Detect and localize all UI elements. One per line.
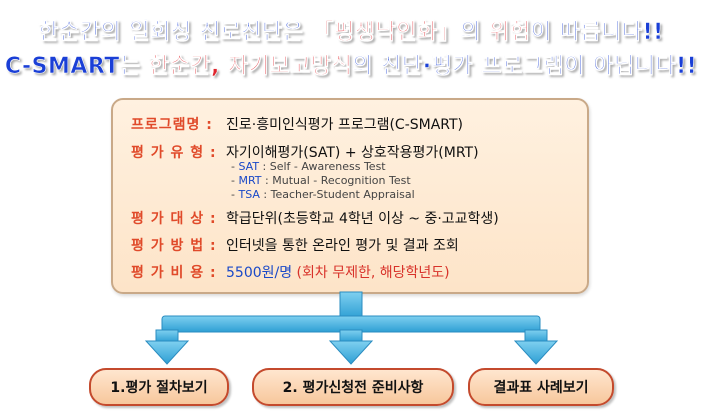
target-value: 학급단위(초등학교 4학년 이상 ~ 중·고교학생)	[226, 211, 499, 227]
headline-1a: 한순간의 일회성 진로진단은	[38, 20, 312, 46]
type-label: 평 가 유 형 :	[131, 145, 217, 161]
sub-abbr: MRT	[238, 174, 262, 187]
cost-row: 평 가 비 용 : 5500원/명 (회차 무제한, 해당학년도)	[131, 262, 450, 282]
sub-desc: : Teacher-Student Appraisal	[259, 188, 415, 201]
type-row: 평 가 유 형 : 자기이해평가(SAT) + 상호작용평가(MRT)	[131, 142, 479, 162]
program-row: 프로그램명 : 진로·흥미인식평가 프로그램(C-SMART)	[131, 114, 463, 134]
headline-1e: 이 따릅니다!!	[530, 20, 664, 46]
sub-sat: - SAT : Self - Awareness Test	[231, 160, 386, 173]
headline-line-2: C-SMART는 한순간, 자기보고방식의 진단·평가 프로그램이 아닙니다!!	[0, 48, 702, 80]
type-value: 자기이해평가(SAT) + 상호작용평가(MRT)	[226, 145, 479, 161]
sub-tsa: - TSA : Teacher-Student Appraisal	[231, 188, 415, 201]
program-info-box: 프로그램명 : 진로·흥미인식평가 프로그램(C-SMART) 평 가 유 형 :…	[111, 98, 589, 294]
program-value: 진로·흥미인식평가 프로그램(C-SMART)	[226, 117, 464, 133]
result-examples-button[interactable]: 결과표 사례보기	[468, 368, 614, 406]
evaluation-procedure-button[interactable]: 1.평가 절차보기	[89, 368, 229, 406]
target-row: 평 가 대 상 : 학급단위(초등학교 4학년 이상 ~ 중·고교학생)	[131, 208, 499, 228]
headline-2a: C-SMART는	[4, 54, 149, 80]
sub-abbr: SAT	[238, 160, 260, 173]
sub-dash: -	[231, 160, 239, 173]
sub-abbr: TSA	[238, 188, 260, 201]
headline-1d: 위험	[489, 20, 531, 46]
sub-mrt: - MRT : Mutual - Recognition Test	[231, 174, 411, 187]
sub-desc: : Self - Awareness Test	[259, 160, 386, 173]
program-label: 프로그램명 :	[131, 117, 213, 133]
method-row: 평 가 방 법 : 인터넷을 통한 온라인 평가 및 결과 조회	[131, 235, 459, 255]
cost-value: 5500원/명	[226, 265, 293, 281]
headline-1c: 의	[460, 20, 490, 46]
headline-line-1: 한순간의 일회성 진로진단은 「평생낙인화」의 위험이 따릅니다!!	[0, 14, 702, 46]
cost-label: 평 가 비 용 :	[131, 265, 217, 281]
sub-dash: -	[231, 188, 239, 201]
arrow-connector	[144, 291, 559, 365]
method-value: 인터넷을 통한 온라인 평가 및 결과 조회	[226, 238, 459, 254]
sub-dash: -	[231, 174, 239, 187]
pre-application-requirements-button[interactable]: 2. 평가신청전 준비사항	[252, 368, 454, 406]
headline-1b: 「평생낙인화」	[311, 20, 461, 46]
target-label: 평 가 대 상 :	[131, 211, 217, 227]
headline-2b: 한순간, 자기보고방식	[148, 54, 353, 80]
cost-note: (회차 무제한, 해당학년도)	[292, 265, 450, 281]
headline-2c: 의 진단·평가 프로그램이 아닙니다!!	[352, 54, 698, 80]
sub-desc: : Mutual - Recognition Test	[261, 174, 411, 187]
method-label: 평 가 방 법 :	[131, 238, 217, 254]
